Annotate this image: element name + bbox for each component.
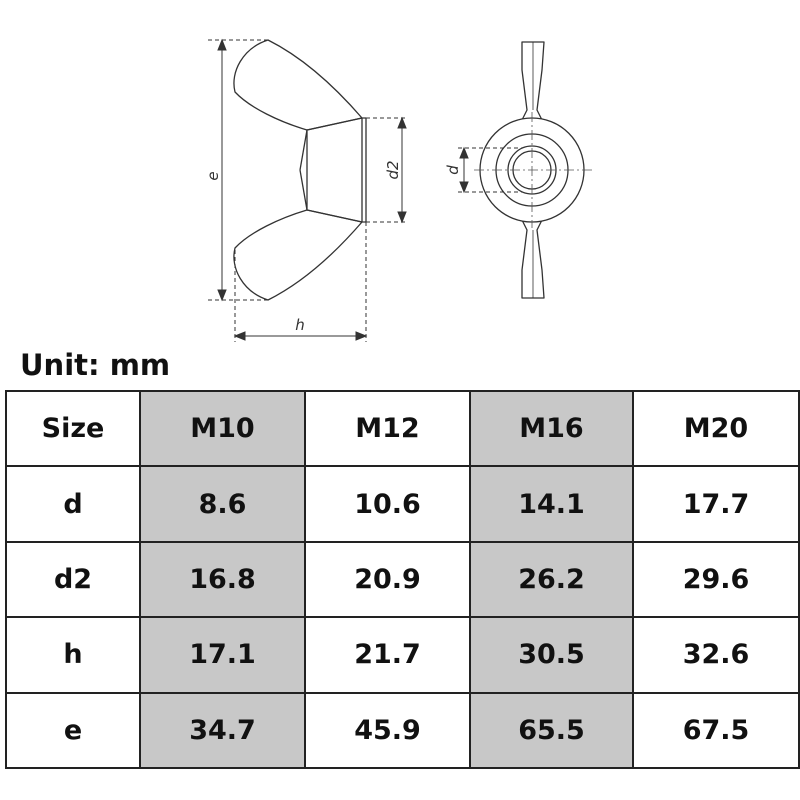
front-view-center-lines [474, 112, 592, 228]
size-spec-table: Size M10 M12 M16 M20 d 8.6 10.6 14.1 17.… [5, 389, 800, 770]
row-label: h [5, 616, 141, 694]
wing-nut-side-view [233, 39, 367, 301]
header-size-m16: M16 [469, 389, 634, 468]
row-label: d [5, 465, 141, 543]
table-cell: 14.1 [469, 465, 634, 543]
table-cell: 34.7 [139, 691, 306, 770]
table-row: e 34.7 45.9 65.5 67.5 [5, 691, 800, 770]
header-size-cell: Size [5, 389, 141, 468]
table-cell: 32.6 [632, 616, 800, 694]
dimension-d2-label: d2 [384, 160, 402, 179]
table-row: h 17.1 21.7 30.5 32.6 [5, 616, 800, 694]
table-cell: 20.9 [304, 540, 471, 619]
table-cell: 17.7 [632, 465, 800, 543]
table-cell: 8.6 [139, 465, 306, 543]
header-size-m10: M10 [139, 389, 306, 468]
table-cell: 16.8 [139, 540, 306, 619]
dimension-h-label: h [295, 316, 305, 334]
table-row: d2 16.8 20.9 26.2 29.6 [5, 540, 800, 619]
dimension-d-label: d [444, 165, 462, 175]
table-header-row: Size M10 M12 M16 M20 [5, 389, 800, 468]
header-size-m20: M20 [632, 389, 800, 468]
table-cell: 26.2 [469, 540, 634, 619]
header-size-m12: M12 [304, 389, 471, 468]
dimension-e-label: e [204, 171, 222, 180]
table-cell: 67.5 [632, 691, 800, 770]
table-cell: 45.9 [304, 691, 471, 770]
dimension-h [233, 222, 368, 342]
unit-label: Unit: mm [20, 348, 171, 382]
table-cell: 65.5 [469, 691, 634, 770]
row-label: d2 [5, 540, 141, 619]
table-cell: 17.1 [139, 616, 306, 694]
table-cell: 10.6 [304, 465, 471, 543]
table-cell: 29.6 [632, 540, 800, 619]
table-cell: 30.5 [469, 616, 634, 694]
dimension-d [458, 146, 522, 194]
wing-nut-technical-drawing: e d2 h [204, 38, 592, 342]
dimension-e [208, 38, 268, 302]
row-label: e [5, 691, 141, 770]
table-row: d 8.6 10.6 14.1 17.7 [5, 465, 800, 543]
dimension-d2 [366, 116, 408, 224]
table-cell: 21.7 [304, 616, 471, 694]
